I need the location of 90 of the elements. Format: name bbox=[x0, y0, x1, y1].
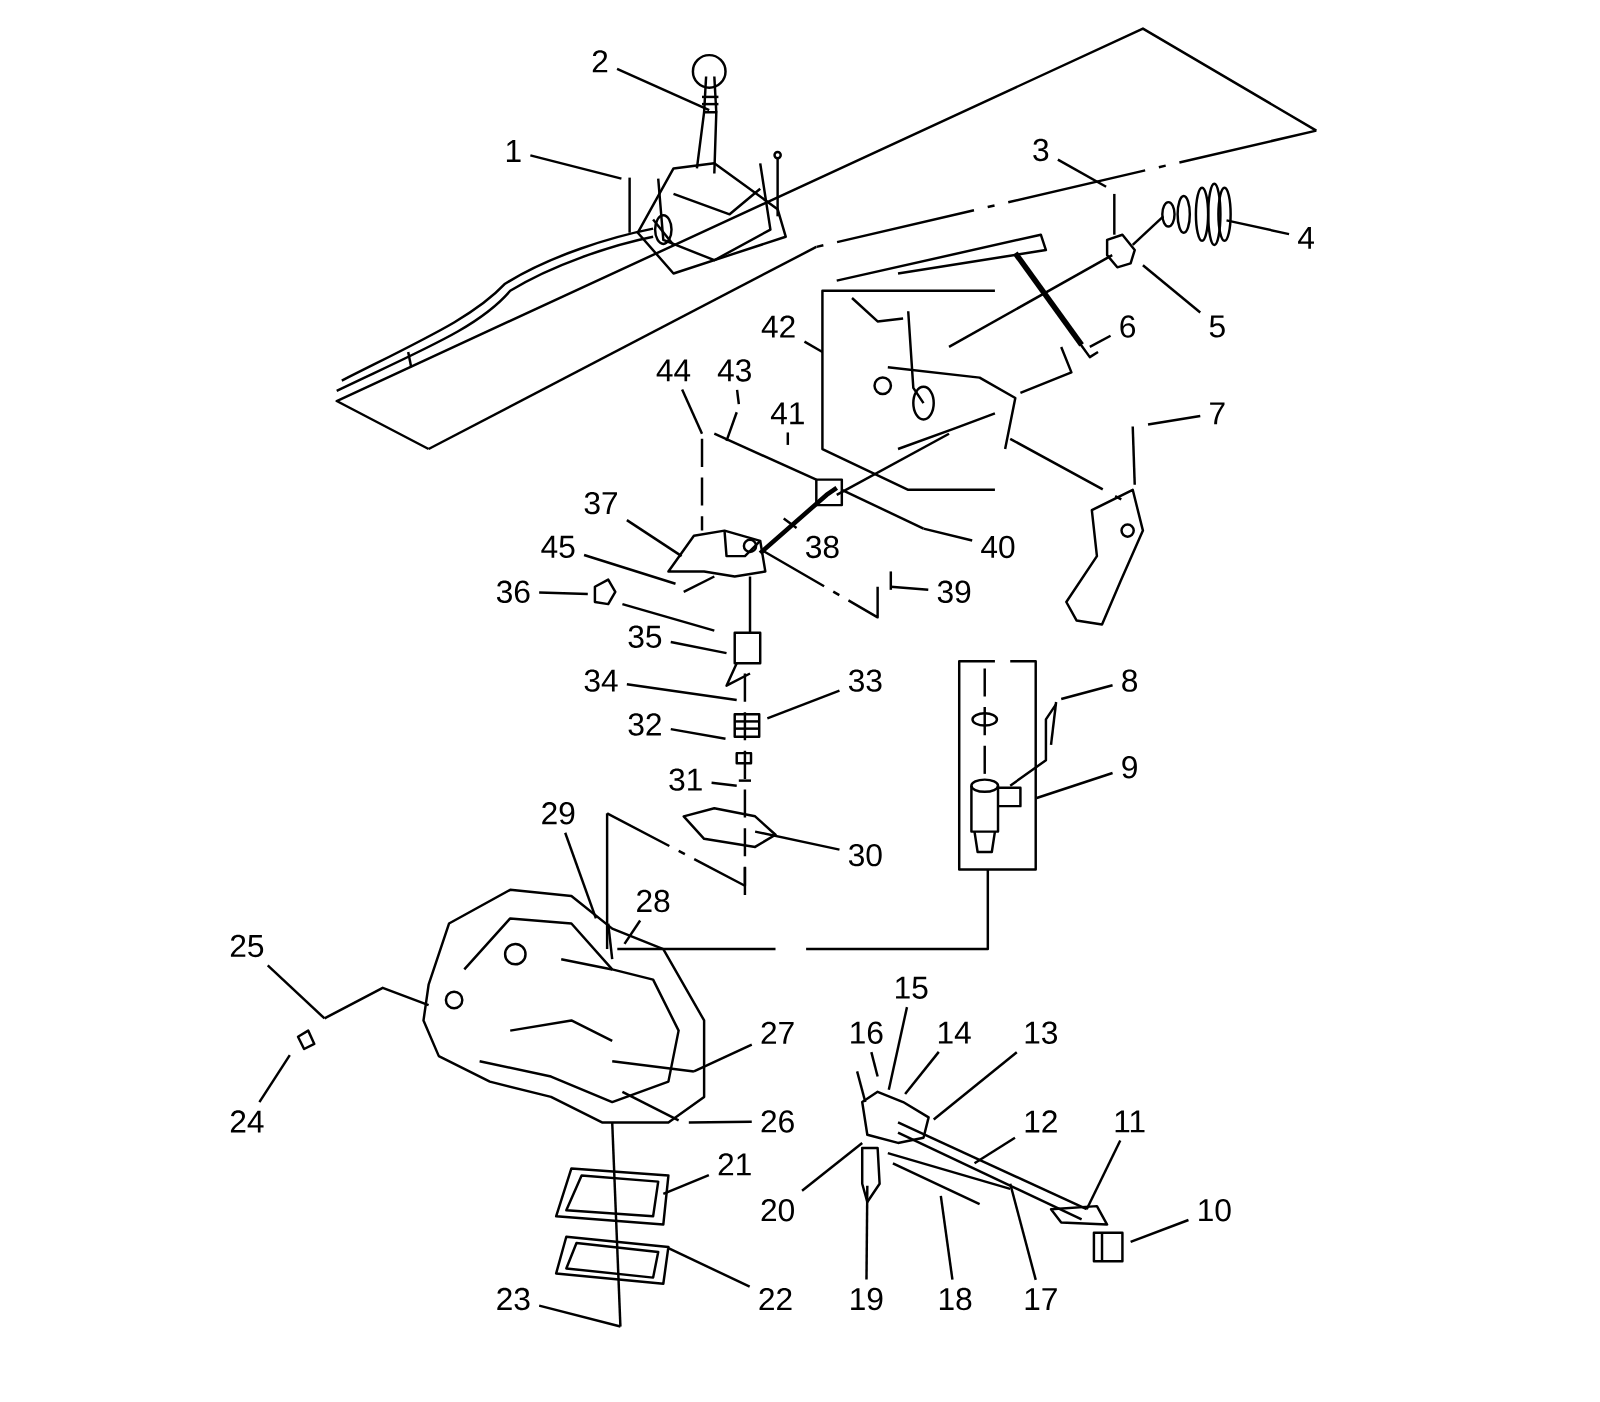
leader-line bbox=[1057, 158, 1107, 188]
callout-number: 38 bbox=[806, 535, 839, 559]
leader-line bbox=[266, 964, 326, 1020]
callout-number: 11 bbox=[1115, 1110, 1145, 1133]
leader-line bbox=[1036, 771, 1113, 800]
callout-number: 43 bbox=[717, 359, 751, 382]
callout-number: 32 bbox=[628, 713, 661, 736]
callout-number: 42 bbox=[761, 315, 795, 338]
leader-line bbox=[735, 389, 741, 405]
leader-line bbox=[801, 1141, 863, 1192]
leader-line bbox=[1142, 264, 1202, 314]
callout-number: 25 bbox=[230, 934, 264, 958]
callout-number: 20 bbox=[761, 1199, 794, 1222]
leader-line bbox=[1130, 1218, 1189, 1243]
callout-number: 9 bbox=[1122, 756, 1137, 779]
callout-number: 37 bbox=[584, 491, 617, 515]
callout-number: 19 bbox=[851, 1287, 883, 1311]
callout-number: 34 bbox=[584, 669, 618, 692]
leader-line bbox=[1085, 1140, 1122, 1210]
leader-line bbox=[1009, 1183, 1037, 1281]
callout-number: 12 bbox=[1025, 1110, 1057, 1133]
leader-line bbox=[681, 389, 704, 435]
callout-number: 2 bbox=[592, 50, 608, 73]
callout-number: 26 bbox=[761, 1110, 794, 1133]
callout-number: 13 bbox=[1025, 1021, 1057, 1044]
leader-line bbox=[662, 1173, 710, 1196]
leader-line bbox=[688, 1120, 752, 1124]
callout-number: 16 bbox=[851, 1021, 883, 1044]
callout-number: 4 bbox=[1298, 226, 1314, 249]
leader-line bbox=[564, 832, 598, 919]
callout-number: 27 bbox=[761, 1021, 794, 1044]
callout-number: 40 bbox=[981, 535, 1015, 559]
leader-line bbox=[711, 781, 737, 787]
leader-line bbox=[754, 830, 840, 851]
callout-number: 44 bbox=[656, 359, 691, 382]
callout-number: 39 bbox=[937, 580, 971, 604]
leader-line bbox=[583, 553, 676, 585]
callout-number: 3 bbox=[1033, 138, 1049, 162]
callout-number: 5 bbox=[1209, 315, 1225, 338]
leader-line bbox=[1226, 219, 1290, 236]
leader-line bbox=[923, 527, 973, 542]
leader-line bbox=[766, 689, 840, 720]
leader-line bbox=[870, 1051, 879, 1077]
callout-number: 31 bbox=[669, 768, 702, 791]
callout-number: 8 bbox=[1122, 669, 1138, 692]
leader-line bbox=[939, 1195, 954, 1280]
callout-number: 36 bbox=[496, 580, 530, 604]
callout-number: 24 bbox=[230, 1110, 264, 1133]
leader-line bbox=[782, 517, 798, 529]
callout-number: 29 bbox=[542, 802, 575, 825]
leader-line bbox=[887, 1006, 909, 1091]
leader-line bbox=[623, 919, 642, 945]
leader-line bbox=[904, 1051, 940, 1095]
callout-number: 30 bbox=[848, 843, 882, 867]
callout-number: 7 bbox=[1210, 402, 1225, 425]
leader-line bbox=[693, 1043, 753, 1073]
callout-number: 17 bbox=[1025, 1288, 1057, 1310]
callout-number: 15 bbox=[896, 976, 928, 999]
callout-number: 10 bbox=[1199, 1199, 1231, 1222]
callout-number: 21 bbox=[718, 1153, 751, 1176]
callout-number: 35 bbox=[628, 625, 662, 648]
leader-line bbox=[803, 340, 824, 354]
leader-line bbox=[539, 591, 588, 596]
leader-line bbox=[1089, 334, 1112, 348]
leader-line bbox=[626, 683, 737, 702]
leader-line bbox=[670, 640, 727, 655]
leader-line bbox=[258, 1054, 291, 1103]
leader-line bbox=[667, 1246, 751, 1288]
leader-line bbox=[865, 1185, 869, 1280]
callout-number: 1 bbox=[506, 140, 521, 162]
callout-number: 18 bbox=[939, 1287, 972, 1311]
callout-number: 23 bbox=[497, 1287, 530, 1311]
callout-number: 45 bbox=[541, 535, 575, 558]
leader-line bbox=[932, 1051, 1018, 1121]
leader-line bbox=[670, 727, 726, 741]
leader-line bbox=[973, 1136, 1016, 1165]
leader-line bbox=[786, 432, 790, 445]
leader-line bbox=[626, 519, 683, 558]
callout-number: 22 bbox=[759, 1287, 792, 1311]
leader-line bbox=[1147, 414, 1201, 426]
callout-number: 28 bbox=[637, 889, 670, 913]
leader-line bbox=[616, 67, 710, 112]
leader-line bbox=[538, 1304, 621, 1328]
leader-line bbox=[890, 585, 929, 591]
callout-number: 33 bbox=[848, 669, 882, 692]
callout-number: 41 bbox=[770, 402, 804, 425]
leader-line bbox=[530, 154, 622, 180]
callout-number: 14 bbox=[938, 1021, 971, 1044]
callout-number: 6 bbox=[1120, 315, 1136, 338]
leader-line bbox=[1060, 684, 1113, 701]
